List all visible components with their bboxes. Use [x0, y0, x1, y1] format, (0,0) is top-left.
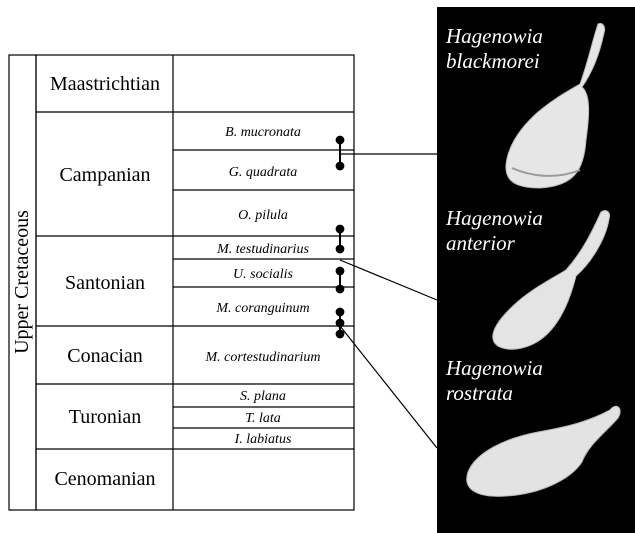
species-epithet: blackmorei	[446, 49, 543, 74]
era-label: Upper Cretaceous	[11, 210, 33, 354]
stage-label-campanian: Campanian	[59, 164, 150, 186]
table-grid	[9, 55, 354, 510]
zone-label: M. cortestudinarium	[204, 350, 320, 365]
zone-label: M. coranguinum	[215, 301, 309, 316]
range-dot	[337, 331, 344, 338]
range-dot	[337, 226, 344, 233]
stage-label-cenomanian: Cenomanian	[54, 468, 155, 490]
species-caption-blackmorei: Hagenowia blackmorei	[446, 24, 543, 74]
range-dot	[337, 309, 344, 316]
zone-label: U. socialis	[233, 267, 293, 282]
species-epithet: rostrata	[446, 381, 543, 406]
range-dot	[337, 286, 344, 293]
stage-label-conacian: Conacian	[67, 345, 143, 367]
range-dot	[337, 320, 344, 327]
range-dot	[337, 137, 344, 144]
range-dot	[337, 163, 344, 170]
range-dot	[337, 268, 344, 275]
zone-label: B. mucronata	[225, 125, 301, 140]
species-epithet: anterior	[446, 231, 543, 256]
zone-label: G. quadrata	[229, 165, 297, 180]
species-genus: Hagenowia	[446, 356, 543, 381]
stage-label-santonian: Santonian	[65, 272, 145, 294]
species-genus: Hagenowia	[446, 24, 543, 49]
stage-label-turonian: Turonian	[69, 406, 142, 428]
zone-label: O. pilula	[238, 208, 288, 223]
zone-label: M. testudinarius	[216, 242, 309, 257]
species-genus: Hagenowia	[446, 206, 543, 231]
species-caption-rostrata: Hagenowia rostrata	[446, 356, 543, 406]
zone-label: I. labiatus	[234, 432, 292, 447]
stage-label-maastrichtian: Maastrichtian	[50, 73, 160, 95]
range-dot	[337, 246, 344, 253]
zone-label: T. lata	[245, 411, 281, 426]
zone-label: S. plana	[240, 389, 286, 404]
species-caption-anterior: Hagenowia anterior	[446, 206, 543, 256]
range-bars	[337, 137, 344, 338]
